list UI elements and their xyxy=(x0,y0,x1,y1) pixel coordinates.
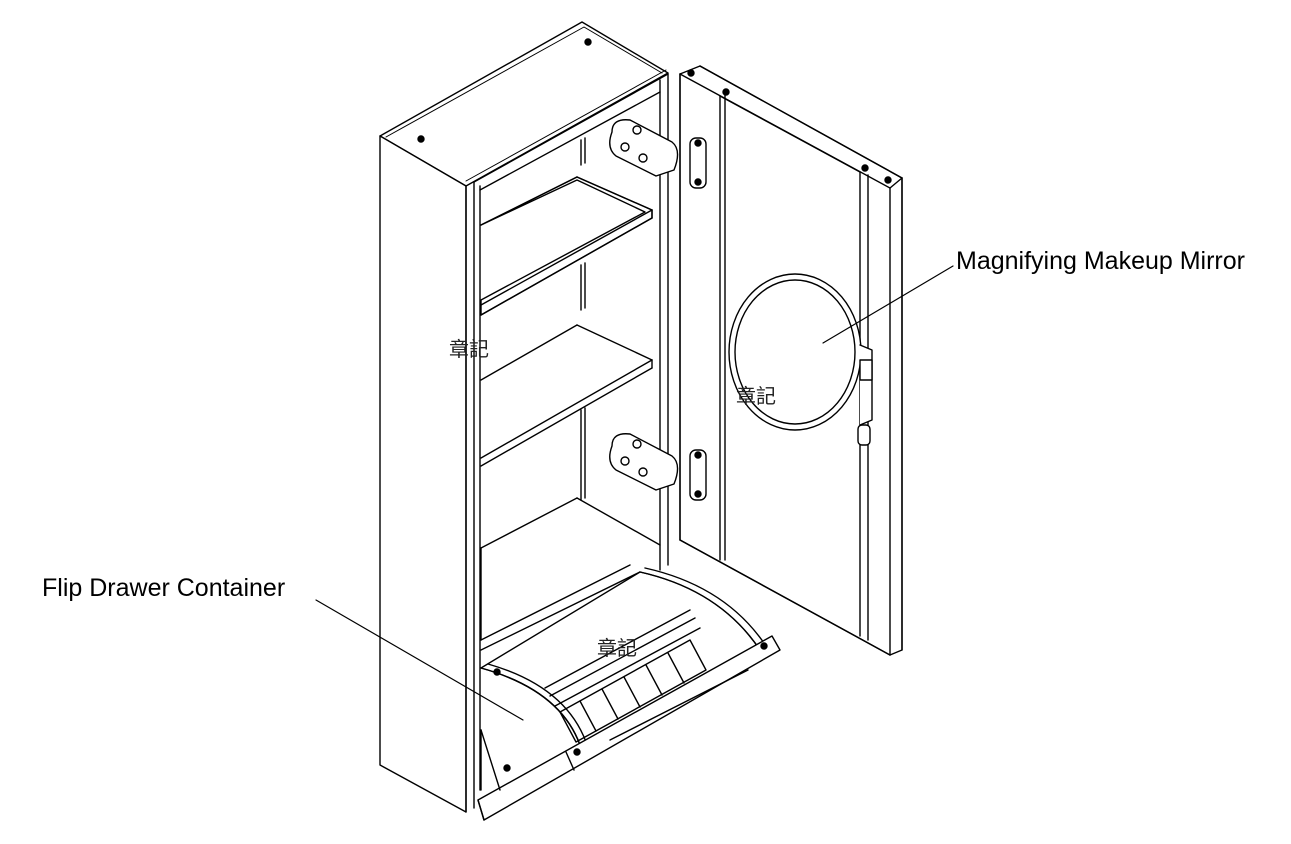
top-screw-hole xyxy=(417,135,425,143)
door-screw-hole xyxy=(861,164,869,172)
watermark-text: 章記 xyxy=(597,636,637,660)
drawer-callout-label: Flip Drawer Container xyxy=(42,574,286,602)
mirror-leader-line xyxy=(822,265,954,344)
door-screw-hole xyxy=(722,88,730,96)
watermark-text: 章記 xyxy=(736,384,776,408)
flip-drawer xyxy=(477,567,781,821)
door-screw-hole xyxy=(687,69,695,77)
cabinet-left-side xyxy=(379,135,467,813)
top-screw-hole xyxy=(584,38,592,46)
watermark-text: 章記 xyxy=(449,337,489,361)
shelf xyxy=(480,176,653,316)
cabinet-door xyxy=(679,65,903,656)
mirror-callout-label: Magnifying Makeup Mirror xyxy=(956,247,1245,275)
door-screw-hole xyxy=(884,176,892,184)
drawer-leader-line xyxy=(315,599,524,721)
hinge-lower xyxy=(609,433,707,501)
cabinet-body xyxy=(379,21,669,813)
hinge-upper xyxy=(609,119,707,189)
